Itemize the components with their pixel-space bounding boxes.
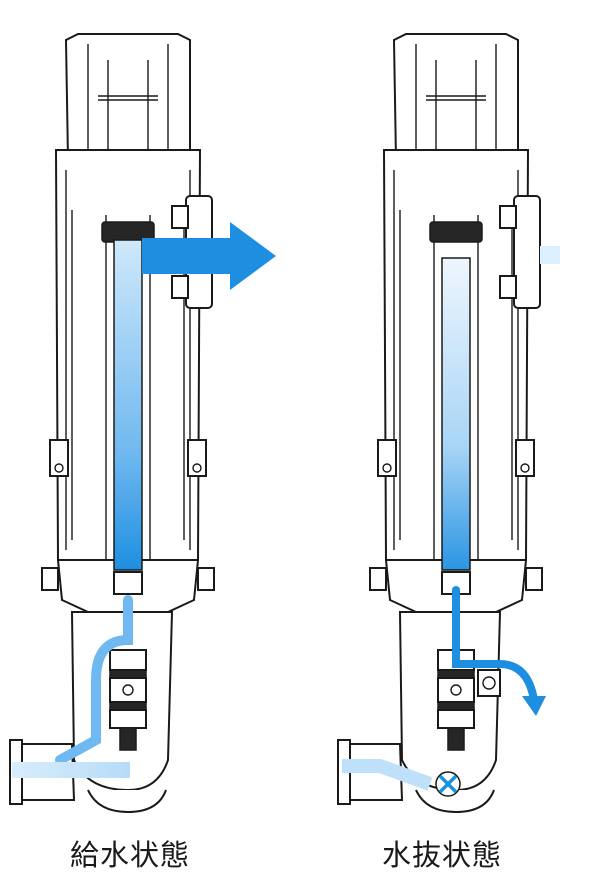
supply-state-caption: 給水状態	[69, 838, 190, 872]
blocked-x-icon	[438, 774, 458, 794]
drain-state-valve	[337, 33, 560, 813]
drain-state-caption: 水抜状態	[381, 838, 502, 872]
drain-flow-path	[452, 586, 538, 704]
supply-state-valve	[9, 33, 276, 813]
drain-inlet-stream	[342, 759, 433, 791]
supply-outflow-arrow	[142, 222, 276, 290]
drain-outflow-arrow	[522, 696, 546, 716]
inner-supply-tube	[113, 239, 143, 571]
supply-inlet-stream	[12, 762, 130, 778]
inner-drain-tube	[441, 257, 471, 571]
outlet-port-closed	[513, 195, 541, 309]
supply-lower-channel	[55, 595, 133, 765]
